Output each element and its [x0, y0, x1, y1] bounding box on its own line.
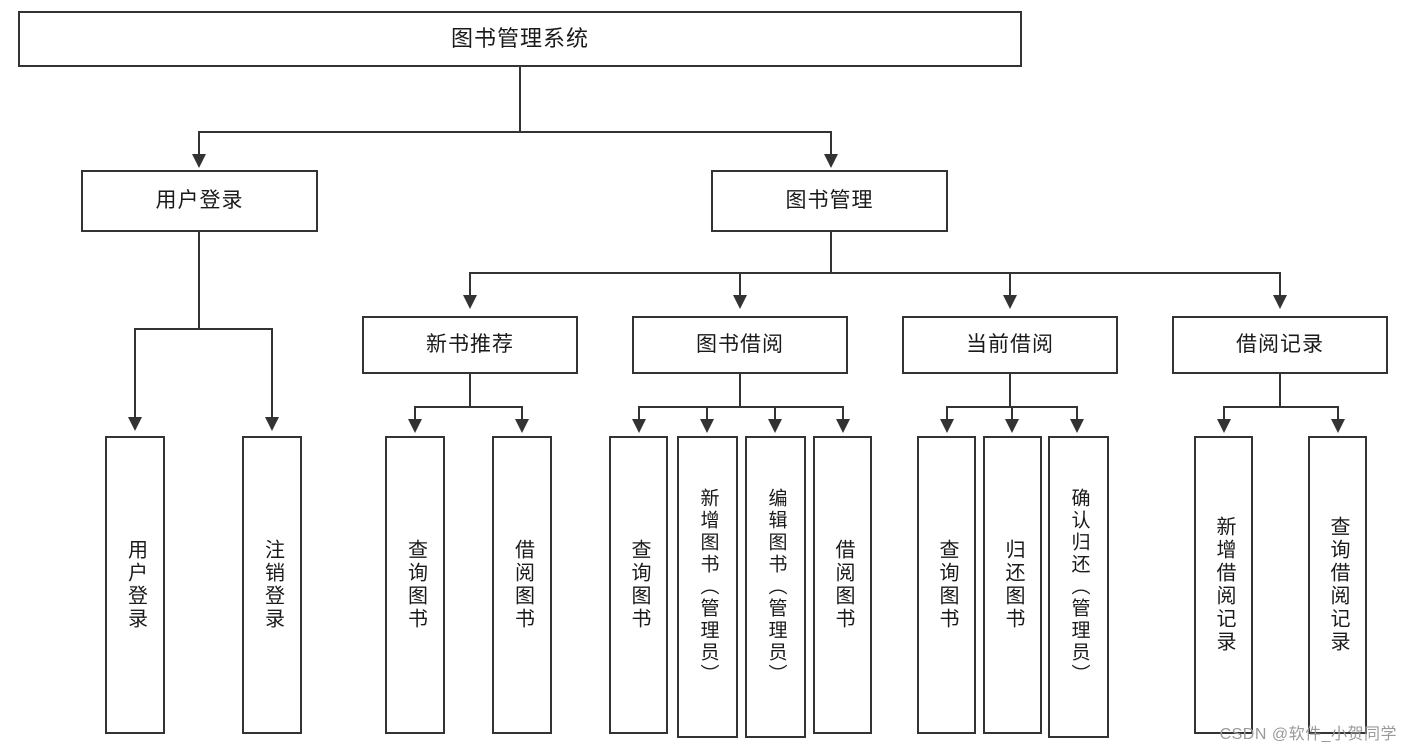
node-label: 查询借阅记录 [1327, 516, 1349, 654]
node-book-manage[interactable]: 图书管理 [711, 170, 948, 232]
node-label: 归还图书 [1002, 539, 1024, 631]
arrowhead-icon [700, 419, 714, 433]
leaf-book-borrow-add-book-admin[interactable]: 新增图书（管理员） [677, 436, 738, 738]
leaf-user-login[interactable]: 用户登录 [105, 436, 165, 734]
edge-current-borrow-to-query [946, 406, 948, 422]
edge-new-book-to-borrow [521, 406, 523, 422]
arrowhead-icon [836, 419, 850, 433]
node-borrow-record[interactable]: 借阅记录 [1172, 316, 1388, 374]
node-label: 注销登录 [261, 539, 284, 631]
edge-to-borrow-record [1279, 272, 1281, 298]
arrowhead-icon [128, 417, 142, 431]
node-current-borrow[interactable]: 当前借阅 [902, 316, 1118, 374]
arrowhead-icon [1217, 419, 1231, 433]
node-book-borrow[interactable]: 图书借阅 [632, 316, 848, 374]
node-label: 编辑图书（管理员） [765, 488, 787, 686]
arrowhead-icon [265, 417, 279, 431]
node-label: 用户登录 [124, 539, 147, 631]
arrowhead-icon [733, 295, 747, 309]
edge-root-to-user-login [198, 131, 200, 157]
node-label: 借阅图书 [832, 539, 854, 631]
edge-book-borrow-to-lend [842, 406, 844, 422]
node-label: 查询图书 [628, 539, 650, 631]
arrowhead-icon [824, 154, 838, 168]
edge-borrow-record-stem [1279, 374, 1281, 408]
leaf-borrow-record-add-record[interactable]: 新增借阅记录 [1194, 436, 1253, 734]
arrowhead-icon [1005, 419, 1019, 433]
edge-user-login-bus [134, 328, 272, 330]
edge-book-manage-stem [830, 232, 832, 274]
arrowhead-icon [192, 154, 206, 168]
leaf-new-book-query-book[interactable]: 查询图书 [385, 436, 445, 734]
edge-borrow-record-to-query [1337, 406, 1339, 422]
edge-new-book-stem [469, 374, 471, 408]
leaf-borrow-record-query-record[interactable]: 查询借阅记录 [1308, 436, 1367, 734]
leaf-current-borrow-query-book[interactable]: 查询图书 [917, 436, 976, 734]
edge-new-book-to-query [414, 406, 416, 422]
edge-to-new-book-recommend [469, 272, 471, 298]
watermark-text: CSDN @软件_小贺同学 [1219, 726, 1397, 743]
node-label: 新书推荐 [426, 333, 514, 357]
edge-root-bus [198, 131, 832, 133]
node-label: 用户登录 [155, 189, 244, 213]
arrowhead-icon [1273, 295, 1287, 309]
edge-borrow-record-bus [1223, 406, 1339, 408]
node-label: 当前借阅 [966, 333, 1054, 357]
arrowhead-icon [768, 419, 782, 433]
node-label: 确认归还（管理员） [1068, 488, 1090, 686]
node-label: 新增借阅记录 [1213, 516, 1235, 654]
edge-to-leaf-user-login [134, 328, 136, 420]
node-label: 图书借阅 [696, 333, 784, 357]
arrowhead-icon [1331, 419, 1345, 433]
edge-to-current-borrow [1009, 272, 1011, 298]
edge-user-login-stem [198, 232, 200, 330]
leaf-book-borrow-borrow-book[interactable]: 借阅图书 [813, 436, 872, 734]
arrowhead-icon [632, 419, 646, 433]
edge-current-borrow-stem [1009, 374, 1011, 408]
arrowhead-icon [408, 419, 422, 433]
edge-to-leaf-logout [271, 328, 273, 420]
edge-book-borrow-stem [739, 374, 741, 408]
node-label: 新增图书（管理员） [697, 488, 719, 686]
edge-book-borrow-to-add [706, 406, 708, 422]
leaf-current-borrow-confirm-return-admin[interactable]: 确认归还（管理员） [1048, 436, 1109, 738]
leaf-logout[interactable]: 注销登录 [242, 436, 302, 734]
edge-book-borrow-to-query [638, 406, 640, 422]
edge-book-borrow-bus [638, 406, 843, 408]
leaf-current-borrow-return-book[interactable]: 归还图书 [983, 436, 1042, 734]
node-root-system[interactable]: 图书管理系统 [18, 11, 1022, 67]
arrowhead-icon [940, 419, 954, 433]
edge-book-manage-bus [469, 272, 1281, 274]
node-label: 查询图书 [404, 539, 427, 631]
edge-new-book-bus [414, 406, 522, 408]
node-user-login[interactable]: 用户登录 [81, 170, 318, 232]
node-label: 借阅记录 [1236, 333, 1324, 357]
edge-borrow-record-to-add [1223, 406, 1225, 422]
edge-current-borrow-to-return [1011, 406, 1013, 422]
arrowhead-icon [515, 419, 529, 433]
arrowhead-icon [1070, 419, 1084, 433]
edge-root-to-book-manage [830, 131, 832, 157]
node-label: 图书管理系统 [450, 25, 589, 51]
edge-root-stem [519, 67, 521, 131]
edge-book-borrow-to-edit [774, 406, 776, 422]
edge-current-borrow-to-confirm [1076, 406, 1078, 422]
node-label: 查询图书 [936, 539, 958, 631]
node-label: 借阅图书 [511, 539, 534, 631]
arrowhead-icon [463, 295, 477, 309]
leaf-book-borrow-query-book[interactable]: 查询图书 [609, 436, 668, 734]
node-label: 图书管理 [785, 189, 874, 213]
leaf-new-book-borrow-book[interactable]: 借阅图书 [492, 436, 552, 734]
arrowhead-icon [1003, 295, 1017, 309]
node-new-book-recommend[interactable]: 新书推荐 [362, 316, 578, 374]
edge-to-book-borrow [739, 272, 741, 298]
leaf-book-borrow-edit-book-admin[interactable]: 编辑图书（管理员） [745, 436, 806, 738]
